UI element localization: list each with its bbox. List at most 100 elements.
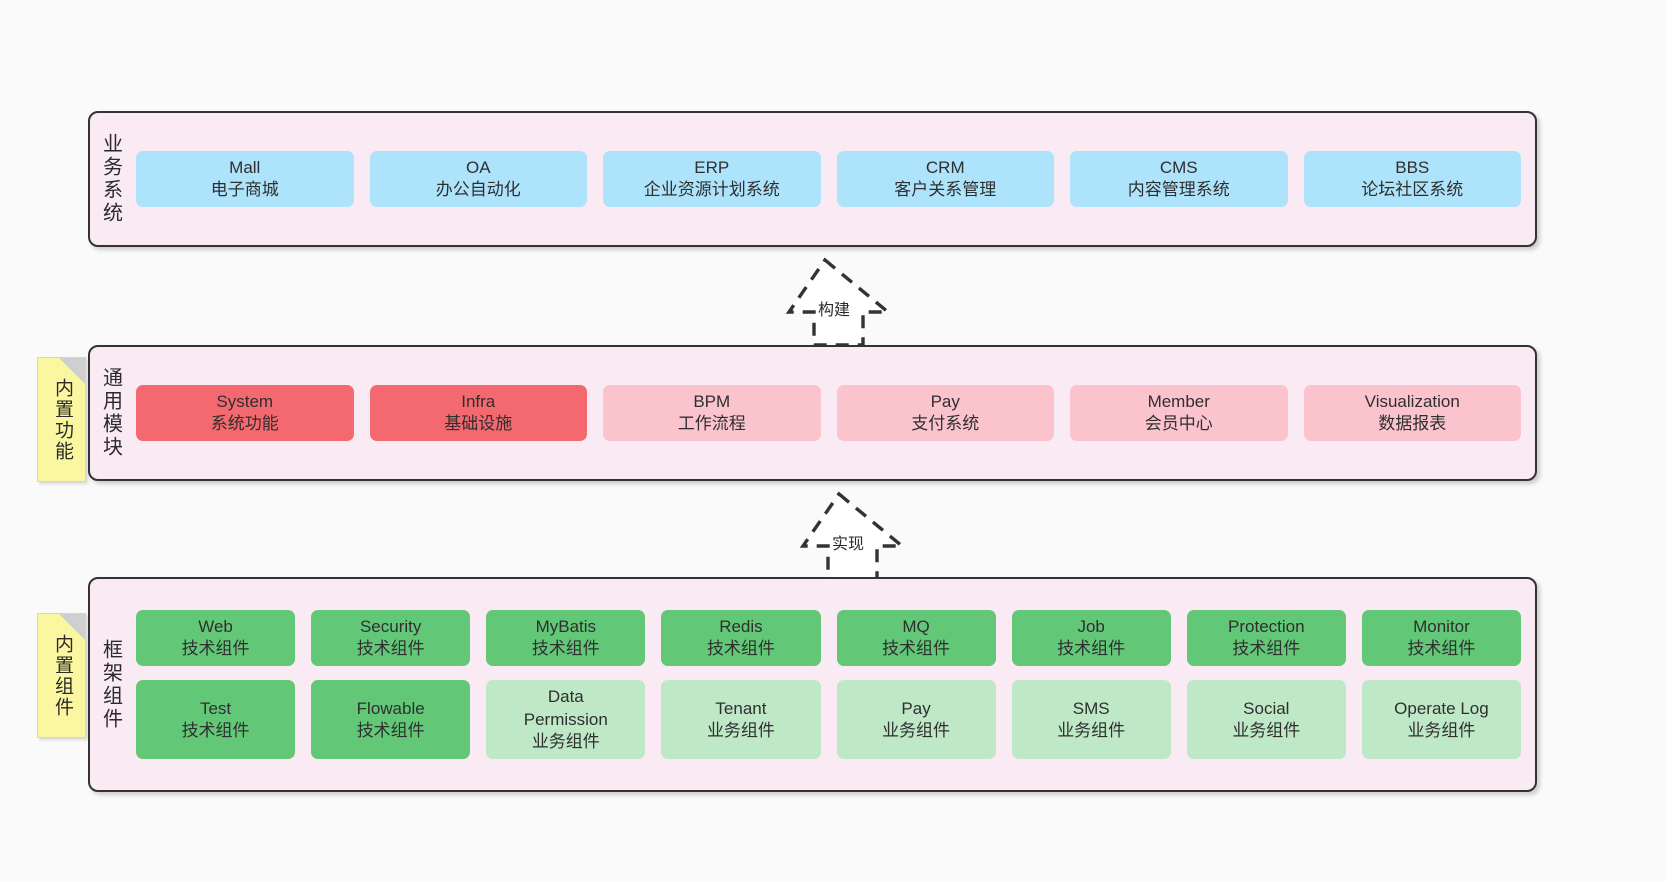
framework-card-sms[interactable]: SMS 业务组件 <box>1011 680 1171 759</box>
card-title: MyBatis <box>535 617 597 637</box>
framework-card-data-permission[interactable]: Data Permission 业务组件 <box>486 680 646 759</box>
card-subtitle: 技术组件 <box>1232 639 1301 659</box>
framework-tech-row: Web 技术组件 Security 技术组件 MyBatis 技术组件 Redi… <box>136 610 1521 667</box>
framework-card-job[interactable]: Job 技术组件 <box>1011 610 1171 667</box>
card-title: Protection <box>1228 617 1305 637</box>
business-system-layer-label: 业务系统 <box>99 133 122 225</box>
framework-business-row: Test 技术组件 Flowable 技术组件 Data Permission … <box>136 680 1521 759</box>
business-card-oa[interactable]: OA 办公自动化 <box>369 150 587 208</box>
card-title: SMS <box>1072 698 1110 718</box>
card-subtitle: 技术组件 <box>356 639 425 659</box>
card-subtitle: 会员中心 <box>1144 414 1213 433</box>
card-title: BBS <box>1395 157 1430 177</box>
card-title: Redis <box>719 617 763 637</box>
connector-build-label: 构建 <box>818 302 851 319</box>
badge-builtin-function: 内置功能 <box>37 357 86 482</box>
card-title: System <box>216 391 274 411</box>
framework-card-operate-log[interactable]: Operate Log 业务组件 <box>1361 680 1521 759</box>
card-subtitle: 电子商城 <box>210 180 279 199</box>
card-subtitle: 技术组件 <box>706 639 775 659</box>
card-title: Tenant <box>715 698 767 718</box>
module-card-bpm[interactable]: BPM 工作流程 <box>603 384 821 442</box>
card-subtitle: 论坛社区系统 <box>1361 180 1464 199</box>
common-module-card-area: System 系统功能 Infra 基础设施 BPM 工作流程 Pay 支付系统… <box>130 347 1535 479</box>
card-subtitle: 技术组件 <box>356 720 425 740</box>
connector-build: 构建 <box>752 255 912 350</box>
card-subtitle: 技术组件 <box>181 720 250 740</box>
card-subtitle: 系统功能 <box>210 414 279 433</box>
card-subtitle: 技术组件 <box>181 639 250 659</box>
card-subtitle: 支付系统 <box>911 414 980 433</box>
business-system-layer: 业务系统 Mall 电子商城 OA 办公自动化 ERP 企业资源计划系统 CRM… <box>88 111 1537 247</box>
framework-card-mq[interactable]: MQ 技术组件 <box>836 610 996 667</box>
card-title: Job <box>1077 617 1105 637</box>
card-subtitle: 基础设施 <box>444 414 513 433</box>
business-system-card-area: Mall 电子商城 OA 办公自动化 ERP 企业资源计划系统 CRM 客户关系… <box>130 113 1535 245</box>
card-subtitle: 工作流程 <box>677 414 746 433</box>
card-title: Web <box>198 617 233 637</box>
common-module-layer: 通用模块 System 系统功能 Infra 基础设施 BPM 工作流程 Pay… <box>88 345 1537 481</box>
business-card-mall[interactable]: Mall 电子商城 <box>136 150 354 208</box>
module-card-system[interactable]: System 系统功能 <box>136 384 354 442</box>
card-title: Flowable <box>356 698 425 718</box>
framework-card-web[interactable]: Web 技术组件 <box>136 610 296 667</box>
card-subtitle: 内容管理系统 <box>1127 180 1230 199</box>
card-title: Pay <box>901 698 931 718</box>
card-title: Monitor <box>1413 617 1470 637</box>
card-title: Security <box>359 617 422 637</box>
card-title: Data Permission <box>523 687 608 729</box>
card-title: OA <box>465 157 491 177</box>
card-title: Test <box>199 698 232 718</box>
card-title: Infra <box>461 391 496 411</box>
business-system-card-row: Mall 电子商城 OA 办公自动化 ERP 企业资源计划系统 CRM 客户关系… <box>136 150 1521 208</box>
card-title: BPM <box>693 391 731 411</box>
card-subtitle: 客户关系管理 <box>894 180 997 199</box>
framework-card-flowable[interactable]: Flowable 技术组件 <box>311 680 471 759</box>
framework-component-layer-label: 框架组件 <box>99 638 122 731</box>
framework-card-social[interactable]: Social 业务组件 <box>1186 680 1346 759</box>
business-card-bbs[interactable]: BBS 论坛社区系统 <box>1303 150 1521 208</box>
connector-implement-label: 实现 <box>832 536 865 553</box>
framework-card-monitor[interactable]: Monitor 技术组件 <box>1361 610 1521 667</box>
card-title: Operate Log <box>1394 698 1489 718</box>
framework-card-tenant[interactable]: Tenant 业务组件 <box>661 680 821 759</box>
framework-card-protection[interactable]: Protection 技术组件 <box>1186 610 1346 667</box>
badge-builtin-component-label: 内置组件 <box>51 633 73 718</box>
module-card-infra[interactable]: Infra 基础设施 <box>369 384 587 442</box>
module-card-member[interactable]: Member 会员中心 <box>1070 384 1288 442</box>
card-title: Mall <box>229 157 261 177</box>
module-card-visualization[interactable]: Visualization 数据报表 <box>1303 384 1521 442</box>
card-title: Social <box>1243 698 1290 718</box>
business-card-crm[interactable]: CRM 客户关系管理 <box>836 150 1054 208</box>
business-card-erp[interactable]: ERP 企业资源计划系统 <box>603 150 821 208</box>
framework-card-redis[interactable]: Redis 技术组件 <box>661 610 821 667</box>
framework-card-pay[interactable]: Pay 业务组件 <box>836 680 996 759</box>
card-title: Visualization <box>1364 391 1460 411</box>
card-subtitle: 技术组件 <box>1407 639 1476 659</box>
framework-card-test[interactable]: Test 技术组件 <box>136 680 296 759</box>
card-subtitle: 技术组件 <box>882 639 951 659</box>
card-subtitle: 办公自动化 <box>435 180 521 199</box>
framework-component-card-area: Web 技术组件 Security 技术组件 MyBatis 技术组件 Redi… <box>130 579 1535 790</box>
card-subtitle: 技术组件 <box>531 639 600 659</box>
card-title: CRM <box>925 157 965 177</box>
connector-implement: 实现 <box>766 489 926 584</box>
common-module-layer-label: 通用模块 <box>99 367 122 459</box>
badge-builtin-component: 内置组件 <box>37 613 86 738</box>
card-subtitle: 业务组件 <box>706 720 775 740</box>
card-subtitle: 企业资源计划系统 <box>643 180 780 199</box>
module-card-pay[interactable]: Pay 支付系统 <box>836 384 1054 442</box>
card-subtitle: 业务组件 <box>882 720 951 740</box>
framework-card-security[interactable]: Security 技术组件 <box>311 610 471 667</box>
card-title: Pay <box>930 391 960 411</box>
badge-builtin-function-label: 内置功能 <box>51 377 73 462</box>
card-title: ERP <box>694 157 730 177</box>
card-subtitle: 数据报表 <box>1378 414 1447 433</box>
card-title: Member <box>1147 391 1210 411</box>
framework-component-layer: 框架组件 Web 技术组件 Security 技术组件 MyBatis 技术组件… <box>88 577 1537 792</box>
framework-card-mybatis[interactable]: MyBatis 技术组件 <box>486 610 646 667</box>
card-subtitle: 业务组件 <box>1232 720 1301 740</box>
business-card-cms[interactable]: CMS 内容管理系统 <box>1070 150 1288 208</box>
card-subtitle: 业务组件 <box>1057 720 1126 740</box>
